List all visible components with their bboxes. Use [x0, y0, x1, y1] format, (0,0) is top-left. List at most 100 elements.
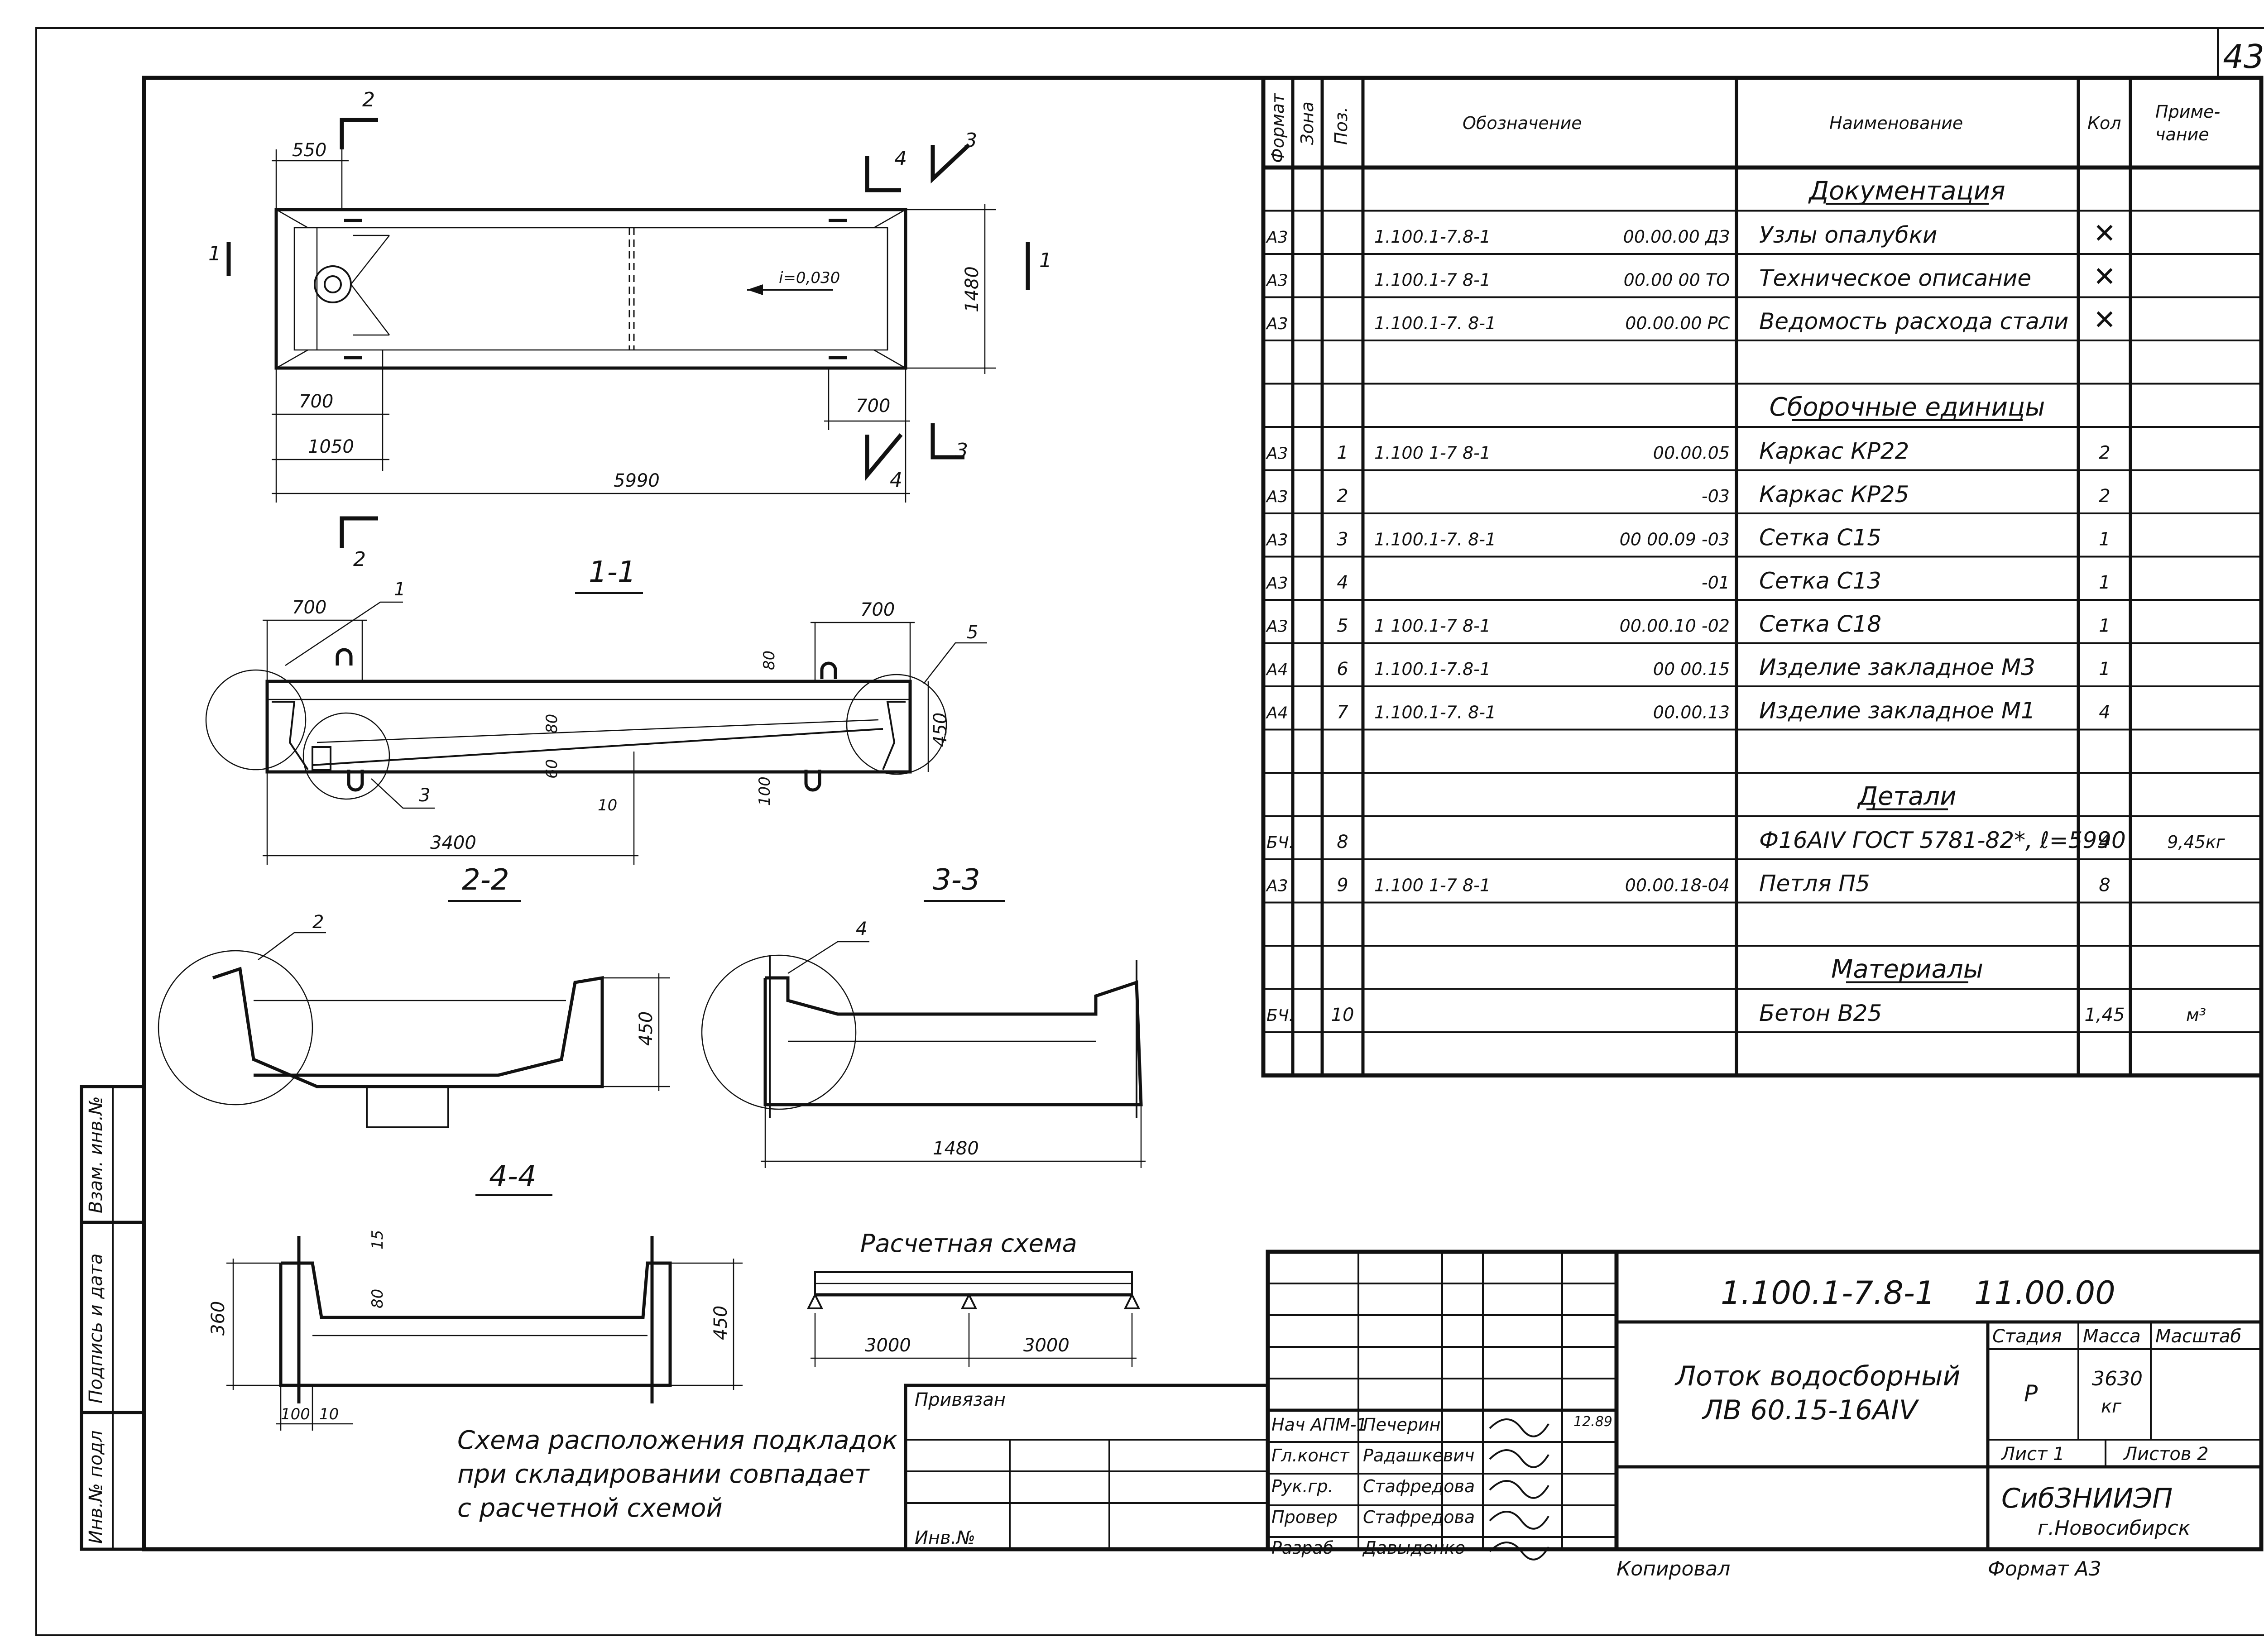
- spec-pos: 2: [1337, 486, 1348, 507]
- spec-name: Узлы опалубки: [1759, 222, 1937, 248]
- svg-text:3000: 3000: [1023, 1335, 1070, 1356]
- svg-text:кг: кг: [2101, 1396, 2122, 1417]
- section-4-4-title: 4-4: [489, 1160, 537, 1193]
- section-3-3: 3-3 4 1480: [701, 863, 1146, 1168]
- stamp-inv-podl: Инв.№ подл: [86, 1430, 106, 1544]
- svg-text:3000: 3000: [865, 1335, 911, 1356]
- spec-qty: 2: [2099, 486, 2110, 507]
- svg-text:100: 100: [281, 1405, 310, 1423]
- dim-700-right: 700: [856, 396, 890, 417]
- svg-text:Масса: Масса: [2083, 1326, 2141, 1347]
- svg-text:80: 80: [760, 651, 778, 670]
- spec-qty: 1: [2099, 616, 2110, 637]
- spec-name: Изделие закладное М3: [1759, 654, 2035, 680]
- svg-text:10: 10: [598, 796, 617, 814]
- slope-label: i=0,030: [779, 269, 840, 287]
- title-block: Привязан Инв.№ 1.100.1-7.8-1 11.00.00 Ло…: [904, 1250, 2264, 1561]
- doc-code: 1.100.1-7.8-1: [1721, 1274, 1935, 1312]
- svg-text:3: 3: [419, 785, 430, 806]
- svg-text:10: 10: [319, 1405, 339, 1423]
- svg-text:2: 2: [353, 548, 366, 571]
- header-designation: Обозначение: [1463, 113, 1582, 133]
- spec-format: А3: [1266, 488, 1288, 506]
- spec-name: Бетон В25: [1759, 1000, 1882, 1026]
- svg-text:3: 3: [955, 439, 968, 462]
- spec-designation-suffix: 00.00.05: [1653, 443, 1730, 463]
- svg-text:15: 15: [369, 1230, 387, 1250]
- spec-format: БЧ.: [1266, 833, 1294, 852]
- dim-1050: 1050: [308, 436, 354, 457]
- svg-text:700: 700: [292, 597, 326, 618]
- signer-name: Стафредова: [1363, 1476, 1475, 1496]
- section-4-4: 4-4 360 450 15 80 100 10: [208, 1160, 743, 1431]
- svg-text:450: 450: [710, 1306, 731, 1340]
- sheet-outer-border: [35, 27, 2264, 1636]
- header-qty: Кол: [2087, 113, 2121, 133]
- header-format: Формат: [1268, 92, 1288, 163]
- svg-text:Схема расположения подкладок: Схема расположения подкладок: [457, 1426, 898, 1455]
- spec-designation-suffix: -03: [1702, 486, 1730, 506]
- calc-scheme-title: Расчетная схема: [860, 1229, 1077, 1258]
- spec-section-title: Детали: [1856, 782, 1956, 811]
- title-line-1: Лоток водосборный: [1674, 1360, 1960, 1392]
- svg-text:12.89: 12.89: [1573, 1414, 1612, 1430]
- dim-550: 550: [292, 140, 326, 161]
- spec-note: м³: [2186, 1005, 2206, 1025]
- signer-role: Гл.конст: [1271, 1446, 1350, 1465]
- spec-designation-suffix: 00 00.15: [1653, 659, 1730, 679]
- spec-designation-suffix: 00.00.10 -02: [1620, 616, 1730, 636]
- svg-text:Стадия: Стадия: [1992, 1326, 2062, 1347]
- signer-name: Радашкевич: [1363, 1446, 1474, 1465]
- header-note: Приме-чание: [2155, 102, 2220, 144]
- copied-label: Копировал: [1616, 1557, 1730, 1580]
- spec-format: А3: [1266, 531, 1288, 550]
- signer-role: Разраб: [1271, 1538, 1333, 1558]
- drain-hole: [314, 265, 352, 303]
- spec-name: Каркас КР25: [1759, 481, 1909, 508]
- section-2-2-title: 2-2: [462, 863, 509, 897]
- spec-qty: 1: [2099, 572, 2110, 593]
- spec-name: Сетка С13: [1759, 568, 1881, 594]
- spec-section-title: Материалы: [1831, 955, 1983, 984]
- side-stamp: Инв.№ подл Подпись и дата Взам. инв.№: [80, 1085, 146, 1551]
- spec-pos: 5: [1337, 616, 1348, 637]
- signer-name: Печерин: [1363, 1415, 1440, 1435]
- section-1-1: 1-1 700 700 450 80 80 60 10 100 34: [205, 555, 987, 865]
- svg-text:450: 450: [636, 1011, 657, 1046]
- spec-format: А3: [1266, 315, 1288, 333]
- spec-pos: 7: [1337, 702, 1348, 723]
- spec-designation-suffix: 00.00.00 ДЗ: [1623, 227, 1730, 247]
- svg-text:Привязан: Привязан: [915, 1389, 1006, 1410]
- spec-qty: 8: [2099, 875, 2110, 896]
- svg-text:3630: 3630: [2092, 1367, 2143, 1390]
- svg-text:Лист 1: Лист 1: [2000, 1444, 2065, 1465]
- spec-designation: 1.100.1-7.8-1: [1374, 227, 1491, 247]
- binding-block: [904, 1384, 1270, 1551]
- svg-text:1: 1: [1039, 249, 1052, 272]
- spec-qty: ✕: [2093, 218, 2116, 249]
- svg-text:г.Новосибирск: г.Новосибирск: [2038, 1517, 2191, 1540]
- section-3-3-title: 3-3: [933, 863, 980, 897]
- spec-qty: 4: [2099, 832, 2110, 852]
- svg-text:Листов 2: Листов 2: [2123, 1444, 2209, 1465]
- spec-name: Каркас КР22: [1759, 438, 1909, 464]
- svg-text:2: 2: [312, 912, 324, 933]
- dim-5990: 5990: [614, 470, 660, 491]
- svg-text:Масштаб: Масштаб: [2155, 1326, 2241, 1347]
- spec-designation: 1.100 1-7 8-1: [1374, 876, 1491, 895]
- svg-text:Р: Р: [2024, 1380, 2038, 1407]
- dim-700-left: 700: [299, 391, 333, 412]
- svg-text:1: 1: [208, 242, 221, 265]
- section-1-1-title: 1-1: [589, 555, 636, 589]
- spec-format: БЧ.: [1266, 1006, 1294, 1025]
- support-mid: [960, 1293, 978, 1309]
- svg-text:4: 4: [890, 469, 902, 492]
- spec-format: А3: [1266, 877, 1288, 895]
- spec-pos: 1: [1337, 443, 1348, 464]
- spec-name: Ф16АIV ГОСТ 5781-82*, ℓ=5990: [1759, 827, 2126, 853]
- signer-name: Стафредова: [1363, 1507, 1475, 1527]
- spec-designation-suffix: 00.00 00 ТО: [1624, 270, 1730, 290]
- svg-text:80: 80: [543, 714, 561, 733]
- spec-name: Техническое описание: [1759, 265, 2031, 292]
